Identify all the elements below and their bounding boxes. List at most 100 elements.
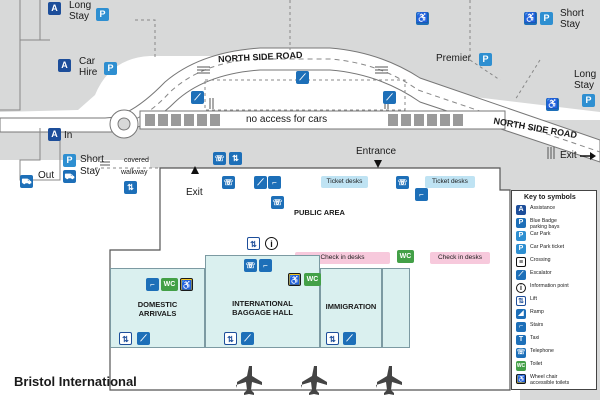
assistance-icon: A bbox=[48, 2, 61, 15]
escalator-icon: ⟋ bbox=[296, 71, 309, 84]
road-exit-label: Exit bbox=[560, 150, 577, 161]
out-label: Out bbox=[38, 170, 55, 181]
in-label: In bbox=[64, 130, 73, 141]
international-baggage-hall-label: INTERNATIONAL BAGGAGE HALL bbox=[232, 299, 293, 317]
lift-icon: ⇅ bbox=[247, 237, 260, 250]
blue-badge-icon: P bbox=[516, 218, 526, 228]
wheelchair-icon: ♿ bbox=[524, 12, 537, 25]
lift-icon: ⇅ bbox=[516, 296, 526, 306]
wheelchair-toilet-icon: ♿ bbox=[288, 273, 301, 286]
escalator-icon: ⟋ bbox=[191, 91, 204, 104]
premier-label: Premier bbox=[436, 53, 472, 64]
parking-icon: P bbox=[63, 154, 76, 167]
covered-walkway-2: walkway bbox=[121, 169, 148, 176]
information-icon: i bbox=[265, 237, 278, 250]
legend-item: ≡Crossing bbox=[516, 257, 596, 269]
covered-walkway-1: covered bbox=[124, 157, 149, 164]
public-area-label: PUBLIC AREA bbox=[294, 208, 345, 217]
parking-icon: P bbox=[540, 12, 553, 25]
legend-item-label: Car Park bbox=[530, 231, 551, 237]
stairs-icon: ⌐ bbox=[146, 278, 159, 291]
planes bbox=[236, 366, 402, 395]
legend-item-label: Wheel chair accessible toilets bbox=[530, 374, 570, 386]
car-park-ticket-icon: P bbox=[516, 244, 526, 254]
lift-icon: ⇅ bbox=[229, 152, 242, 165]
wheelchair-icon: ♿ bbox=[416, 12, 429, 25]
legend-item-label: Car Park ticket bbox=[530, 244, 565, 250]
wheelchair-toilet-icon: ♿ bbox=[516, 374, 526, 384]
legend-item-label: Ramp bbox=[530, 309, 544, 315]
legend-item-label: Escalator bbox=[530, 270, 552, 276]
stairs-icon: ⌐ bbox=[268, 176, 281, 189]
stairs-icon: ⌐ bbox=[516, 322, 526, 332]
lift-icon: ⇅ bbox=[119, 332, 132, 345]
parking-icon: P bbox=[96, 8, 109, 21]
toilet-icon: WC bbox=[397, 250, 414, 263]
short-stay-left-1: Short bbox=[80, 154, 104, 165]
car-park-ticket-icon: ⛟ bbox=[63, 170, 76, 183]
taxi-icon: ⛟ bbox=[20, 175, 33, 188]
information-icon: i bbox=[516, 283, 526, 293]
short-stay-left-2: Stay bbox=[80, 166, 101, 177]
escalator-icon: ⟋ bbox=[254, 176, 267, 189]
long-stay-left-2: Stay bbox=[69, 11, 90, 22]
legend-item-label: Taxi bbox=[530, 335, 540, 341]
legend-title: Key to symbols bbox=[524, 194, 576, 201]
corridor-room bbox=[382, 268, 410, 348]
legend-item-label: Toilet bbox=[530, 361, 543, 367]
north-side-road bbox=[0, 47, 600, 163]
legend-item-label: Lift bbox=[530, 296, 537, 302]
lift-icon: ⇅ bbox=[124, 181, 137, 194]
legend-item: ♿ Wheel chair accessible toilets bbox=[516, 374, 596, 386]
legend-item: T Taxi bbox=[516, 335, 596, 347]
legend-item-label: Blue Badge parking bays bbox=[530, 218, 560, 230]
assistance-icon: ☏ bbox=[213, 152, 226, 165]
ticket-desk-2: Ticket desks bbox=[425, 176, 475, 188]
legend-item: ⌐ Stairs bbox=[516, 322, 596, 334]
legend-item: P Car Park ticket bbox=[516, 244, 596, 256]
no-access-strip bbox=[139, 110, 506, 130]
legend-item-label: Telephone bbox=[530, 348, 554, 354]
exit-arrow-icon bbox=[191, 166, 199, 174]
legend-item: ⇅ Lift bbox=[516, 296, 596, 308]
legend-item-label: Assistance bbox=[530, 205, 556, 211]
telephone-icon: ☏ bbox=[244, 259, 257, 272]
long-stay-right-2: Stay bbox=[574, 80, 595, 91]
wheelchair-toilet-icon: ♿ bbox=[180, 278, 193, 291]
assistance-icon: A bbox=[516, 205, 526, 215]
immigration-label: IMMIGRATION bbox=[325, 302, 377, 311]
legend-item-label: Information point bbox=[530, 283, 569, 289]
telephone-icon: ☏ bbox=[516, 348, 526, 358]
lift-icon: ⇅ bbox=[224, 332, 237, 345]
car-park-icon: P bbox=[516, 231, 526, 241]
telephone-icon: ☏ bbox=[222, 176, 235, 189]
escalator-icon: ⟋ bbox=[383, 91, 396, 104]
taxi-icon: T bbox=[516, 335, 526, 345]
parking-icon: P bbox=[104, 62, 117, 75]
legend-item-label: Stairs bbox=[530, 322, 544, 328]
legend-item: P Blue Badge parking bays bbox=[516, 218, 596, 230]
telephone-icon: ☏ bbox=[271, 196, 284, 209]
legend-item: ⟋ Escalator bbox=[516, 270, 596, 282]
map-title: Bristol International bbox=[14, 374, 137, 389]
short-stay-right-2: Stay bbox=[560, 19, 581, 30]
escalator-icon: ⟋ bbox=[137, 332, 150, 345]
telephone-icon: ☏ bbox=[396, 176, 409, 189]
assistance-icon: A bbox=[58, 59, 71, 72]
legend-item: i Information point bbox=[516, 283, 596, 295]
legend-item: ◢ Ramp bbox=[516, 309, 596, 321]
lift-icon: ⇅ bbox=[326, 332, 339, 345]
legend-item: P Car Park bbox=[516, 231, 596, 243]
assistance-icon: A bbox=[48, 128, 61, 141]
escalator-icon: ⟋ bbox=[241, 332, 254, 345]
parking-icon: P bbox=[479, 53, 492, 66]
ramp-icon: ◢ bbox=[516, 309, 526, 319]
ticket-desk-1: Ticket desks bbox=[321, 176, 368, 188]
no-access-label: no access for cars bbox=[246, 114, 328, 125]
checkin-desk-2: Check in desks bbox=[430, 252, 490, 264]
toilet-icon: WC bbox=[304, 273, 321, 286]
stairs-icon: ⌐ bbox=[415, 188, 428, 201]
escalator-icon: ⟋ bbox=[516, 270, 526, 280]
